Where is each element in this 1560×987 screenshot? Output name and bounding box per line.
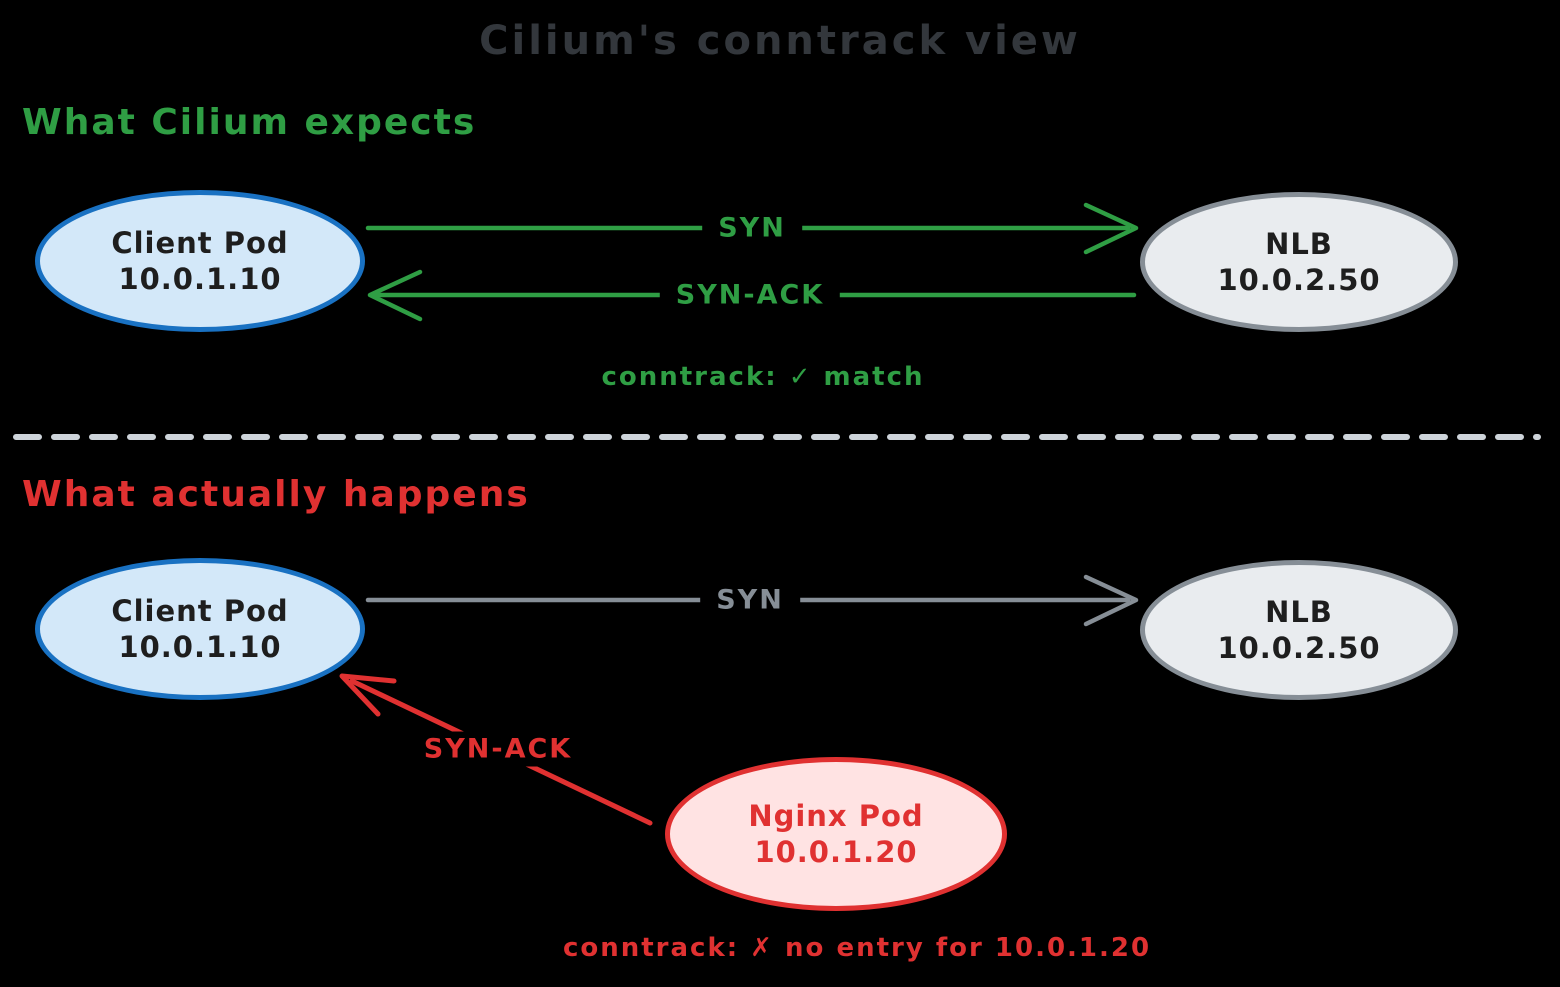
client-pod-name: Client Pod — [111, 593, 289, 628]
conntrack-note-actual: conntrack: ✗ no entry for 10.0.1.20 — [562, 933, 1152, 963]
nlb-ip: 10.0.2.50 — [1217, 631, 1381, 665]
synack-label-actual: SYN-ACK — [407, 731, 589, 767]
client-pod-ip: 10.0.1.10 — [118, 630, 282, 664]
nginx-pod-node: Nginx Pod 10.0.1.20 — [665, 757, 1007, 911]
syn-label-actual: SYN — [700, 582, 800, 618]
conntrack-note-expected: conntrack: ✓ match — [601, 362, 925, 392]
nlb-ip: 10.0.2.50 — [1217, 263, 1381, 297]
nlb-node-expected: NLB 10.0.2.50 — [1140, 192, 1458, 332]
nlb-name: NLB — [1265, 226, 1333, 261]
nginx-pod-name: Nginx Pod — [748, 798, 924, 833]
syn-label-expected: SYN — [702, 210, 802, 246]
client-pod-node-expected: Client Pod 10.0.1.10 — [35, 190, 365, 332]
client-pod-node-actual: Client Pod 10.0.1.10 — [35, 558, 365, 700]
diagram-title: Cilium's conntrack view — [479, 18, 1081, 64]
client-pod-ip: 10.0.1.10 — [118, 262, 282, 296]
synack-label-expected: SYN-ACK — [659, 277, 841, 313]
nginx-pod-ip: 10.0.1.20 — [754, 835, 918, 869]
client-pod-name: Client Pod — [111, 225, 289, 260]
actual-section-heading: What actually happens — [22, 474, 530, 515]
nlb-node-actual: NLB 10.0.2.50 — [1140, 560, 1458, 700]
nlb-name: NLB — [1265, 594, 1333, 629]
expected-section-heading: What Cilium expects — [22, 102, 477, 143]
